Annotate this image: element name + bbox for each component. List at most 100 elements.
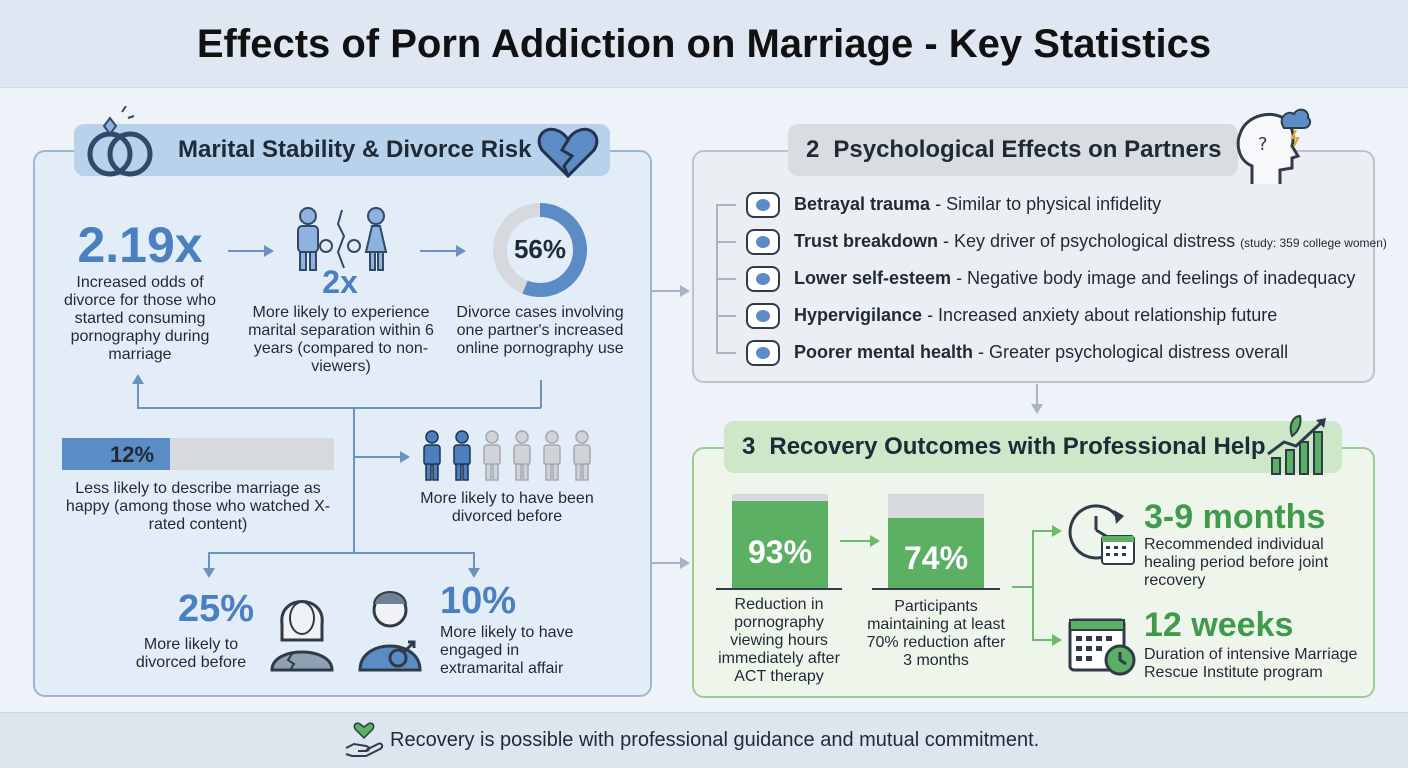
brain-icon-fill bbox=[756, 347, 770, 359]
connector-line bbox=[652, 562, 686, 564]
person-icon bbox=[573, 430, 591, 481]
brain-icon bbox=[746, 340, 780, 366]
stat-divorce-cases-value: 56% bbox=[513, 234, 567, 264]
stat-happiness-text: Less likely to describe marriage as happ… bbox=[65, 480, 331, 533]
psych-effect-title: Betrayal trauma bbox=[794, 194, 931, 214]
title-bar bbox=[0, 0, 1408, 88]
divorce-cases-donut bbox=[493, 203, 587, 297]
section3-number: 3 bbox=[742, 433, 756, 460]
psych-effect-title: Poorer mental health bbox=[794, 342, 974, 362]
growth-chart-icon bbox=[1267, 414, 1326, 475]
stat-divorce-cases-text: Divorce cases involving one partner's in… bbox=[456, 304, 624, 357]
stat-25-value: 25% bbox=[177, 588, 255, 630]
person-highlighted-icon bbox=[453, 430, 471, 481]
footer-message: Recovery is possible with professional g… bbox=[390, 729, 1040, 751]
stat-10-text: More likely to have engaged in extramari… bbox=[440, 624, 574, 677]
psych-effect-title: Trust breakdown bbox=[794, 231, 939, 251]
stat-separation-value: 2x bbox=[322, 264, 358, 300]
psychological-effects-panel bbox=[692, 150, 1375, 383]
psych-effect-desc: - Key driver of psychological distress bbox=[938, 231, 1241, 251]
list-branch-line bbox=[716, 278, 736, 280]
separated-couple-icon bbox=[297, 207, 388, 271]
connector-line bbox=[1012, 586, 1032, 588]
broken-shield-icon-fill bbox=[756, 236, 770, 248]
connector-line bbox=[137, 382, 139, 408]
psych-effect-note: (study: 359 college women) bbox=[1240, 236, 1387, 250]
baseline bbox=[872, 588, 1000, 590]
person-icon bbox=[543, 430, 561, 481]
arrow-head-icon bbox=[468, 568, 480, 578]
calendar-clock-icon bbox=[1068, 618, 1136, 676]
arrow-head-icon bbox=[456, 245, 466, 257]
psych-effect-desc: - Greater psychological distress overall bbox=[973, 342, 1289, 362]
arrow-head-icon bbox=[1031, 404, 1043, 414]
arrow-connector bbox=[228, 250, 268, 252]
psych-effect-item: Poorer mental health - Greater psycholog… bbox=[794, 342, 1288, 363]
psych-effect-desc: - Similar to physical infidelity bbox=[930, 194, 1162, 214]
baseline bbox=[716, 588, 842, 590]
stat-74-value: 74% bbox=[903, 540, 969, 576]
psych-effect-item: Lower self-esteem - Negative body image … bbox=[794, 268, 1355, 289]
connector-line bbox=[473, 552, 475, 570]
fist-bump-icon-fill bbox=[756, 199, 770, 211]
arrow-head-icon bbox=[400, 451, 410, 463]
connector-line bbox=[353, 456, 403, 458]
stat-74-text: Participants maintaining at least 70% re… bbox=[866, 598, 1006, 669]
divorced-before-people bbox=[420, 430, 600, 482]
connector-line bbox=[540, 380, 542, 408]
psych-effect-title: Lower self-esteem bbox=[794, 268, 952, 288]
stat-divorced-before-text: More likely to have been divorced before bbox=[420, 490, 594, 525]
footer-bar bbox=[0, 712, 1408, 768]
list-branch-line bbox=[716, 315, 736, 317]
psych-effect-desc: - Negative body image and feelings of in… bbox=[951, 268, 1356, 288]
person-highlighted-icon bbox=[423, 430, 441, 481]
connector-line bbox=[1032, 530, 1054, 532]
stat-93-text: Reduction in pornography viewing hours i… bbox=[718, 596, 840, 685]
stat-program-text: Duration of intensive Marriage Rescue In… bbox=[1144, 646, 1358, 681]
happiness-bar-fill bbox=[62, 438, 170, 470]
donut-fill bbox=[493, 203, 587, 297]
stat-93-value: 93% bbox=[747, 534, 813, 570]
bar-74-fill bbox=[888, 518, 984, 588]
wedding-rings-icon bbox=[87, 106, 153, 177]
psych-effect-desc: - Increased anxiety about relationship f… bbox=[922, 305, 1278, 325]
connector-line bbox=[1032, 530, 1034, 640]
connector-line bbox=[353, 407, 355, 553]
stat-10-value: 10% bbox=[440, 580, 517, 622]
connector-line bbox=[1036, 384, 1038, 408]
stat-program-value: 12 weeks bbox=[1144, 606, 1294, 644]
arrow-head-icon bbox=[132, 374, 144, 384]
person-icon bbox=[483, 430, 501, 481]
section2-heading: 2 Psychological Effects on Partners bbox=[788, 124, 1238, 176]
person-thought-icon bbox=[746, 266, 780, 292]
woman-broken-heart-icon bbox=[270, 600, 334, 672]
stat-healing-text: Recommended individual healing period be… bbox=[1144, 536, 1329, 589]
section3-heading: 3 Recovery Outcomes with Professional He… bbox=[724, 421, 1342, 473]
section3-title: Recovery Outcomes with Professional Help bbox=[769, 433, 1266, 460]
list-branch-line bbox=[716, 204, 736, 206]
broken-shield-icon bbox=[746, 229, 780, 255]
psych-effect-item: Betrayal trauma - Similar to physical in… bbox=[794, 194, 1161, 215]
arrow-head-icon bbox=[264, 245, 274, 257]
bar-93-fill bbox=[732, 501, 828, 588]
clock-calendar-icon bbox=[1068, 504, 1135, 565]
stat-separation-text: More likely to experience marital separa… bbox=[248, 304, 434, 375]
stat-divorce-odds-value: 2.19x bbox=[77, 217, 203, 273]
broken-heart-icon bbox=[537, 127, 599, 179]
head-thoughts-icon: ? bbox=[1236, 108, 1312, 184]
stat-happiness-value: 12% bbox=[110, 442, 155, 467]
arrow-head-icon bbox=[203, 568, 215, 578]
list-branch-line bbox=[716, 352, 736, 354]
section2-title: Psychological Effects on Partners bbox=[833, 136, 1222, 163]
section1-heading: Marital Stability & Divorce Risk bbox=[74, 124, 610, 176]
connector-line bbox=[137, 407, 541, 409]
stat-25-text: More likely to divorced before bbox=[135, 636, 247, 671]
person-thought-icon-fill bbox=[756, 273, 770, 285]
arrow-head-icon bbox=[870, 535, 880, 547]
arrow-connector bbox=[420, 250, 460, 252]
eye-warning-icon bbox=[746, 303, 780, 329]
psych-effect-item: Hypervigilance - Increased anxiety about… bbox=[794, 305, 1277, 326]
man-male-symbol-icon bbox=[358, 591, 422, 672]
connector-line bbox=[208, 552, 210, 570]
fist-bump-icon bbox=[746, 192, 780, 218]
